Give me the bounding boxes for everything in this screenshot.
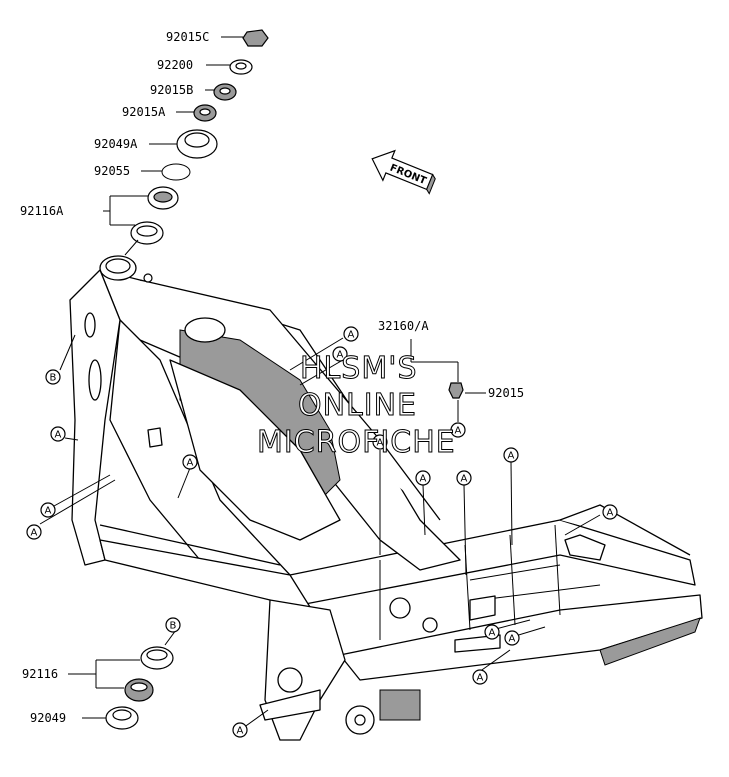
callout-a-13: A xyxy=(484,624,500,640)
callout-a-2: A xyxy=(332,346,348,362)
svg-text:A: A xyxy=(477,673,484,684)
svg-text:B: B xyxy=(50,373,57,384)
steering-parts-top xyxy=(130,29,269,245)
callout-b-2: B xyxy=(165,617,181,633)
watermark: HLSM'S ONLINE MICROFICHE xyxy=(257,351,456,461)
label-92015a: 92015A xyxy=(122,105,166,119)
svg-text:A: A xyxy=(607,508,614,519)
callout-a-11: A xyxy=(40,502,56,518)
svg-text:A: A xyxy=(508,451,515,462)
svg-text:B: B xyxy=(170,621,177,632)
svg-text:A: A xyxy=(489,628,496,639)
callout-a-1: A xyxy=(343,326,359,342)
callout-a-5: A xyxy=(415,470,431,486)
watermark-line-3: MICROFICHE xyxy=(257,425,456,460)
svg-text:A: A xyxy=(31,528,38,539)
callout-a-4: A xyxy=(372,434,388,450)
label-92055: 92055 xyxy=(94,164,130,178)
label-92200: 92200 xyxy=(157,58,193,72)
svg-text:A: A xyxy=(377,438,384,449)
watermark-line-2: ONLINE xyxy=(298,388,417,423)
motorcycle-frame xyxy=(69,255,703,741)
svg-text:A: A xyxy=(337,350,344,361)
callout-a-15: A xyxy=(472,669,488,685)
svg-text:A: A xyxy=(461,474,468,485)
bolt-92015-icon xyxy=(448,382,464,399)
label-92015c: 92015C xyxy=(166,30,209,44)
label-92015: 92015 xyxy=(488,386,524,400)
svg-text:A: A xyxy=(455,426,462,437)
callout-a-8: A xyxy=(602,504,618,520)
svg-text:A: A xyxy=(348,330,355,341)
callout-a-6: A xyxy=(456,470,472,486)
callouts: A A A A A A A A A A A A A A A A B B xyxy=(26,326,618,738)
label-92049: 92049 xyxy=(30,711,66,725)
svg-text:A: A xyxy=(55,430,62,441)
callout-a-14: A xyxy=(504,630,520,646)
label-92015b: 92015B xyxy=(150,83,193,97)
callout-a-16: A xyxy=(232,722,248,738)
label-92116a: 92116A xyxy=(20,204,64,218)
watermark-line-1: HLSM'S xyxy=(300,351,418,386)
callout-b-1: B xyxy=(45,369,61,385)
svg-text:A: A xyxy=(237,726,244,737)
svg-text:A: A xyxy=(509,634,516,645)
part-labels: 92015C 92200 92015B 92015A 92049A 92055 … xyxy=(20,30,524,725)
callout-a-12: A xyxy=(26,524,42,540)
svg-text:A: A xyxy=(420,474,427,485)
callout-a-3: A xyxy=(450,422,466,438)
label-92116: 92116 xyxy=(22,667,58,681)
callout-a-9: A xyxy=(182,454,198,470)
front-direction-arrow: FRONT xyxy=(371,149,436,195)
callout-a-10: A xyxy=(50,426,66,442)
steering-parts-bottom xyxy=(105,646,174,730)
svg-text:A: A xyxy=(45,506,52,517)
label-32160a: 32160/A xyxy=(378,319,429,333)
label-92049a: 92049A xyxy=(94,137,138,151)
leader-lines xyxy=(39,36,601,729)
callout-a-7: A xyxy=(503,447,519,463)
svg-text:A: A xyxy=(187,458,194,469)
